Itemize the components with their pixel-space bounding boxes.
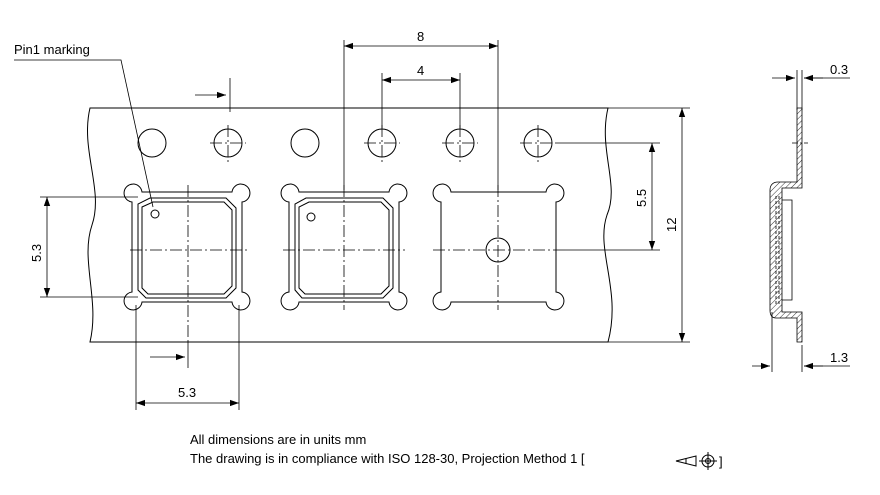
- pocket-1: [123, 183, 251, 311]
- compliance-note: The drawing is in compliance with ISO 12…: [190, 451, 585, 466]
- units-note: All dimensions are in units mm: [190, 432, 367, 447]
- dim-hole-to-center-label: 5.5: [634, 189, 649, 207]
- dim-pitch-label: 8: [417, 29, 424, 44]
- side-view-section: [769, 107, 803, 343]
- dim-pocket-width-label: 5.3: [178, 385, 196, 400]
- dim-thickness-label: 0.3: [830, 62, 848, 77]
- sprocket-hole: [290, 128, 320, 158]
- dim-tape-width-label: 12: [664, 218, 679, 232]
- callout-pin1: Pin1 marking: [14, 42, 90, 57]
- pocket-3: [432, 183, 565, 311]
- pin1-marking: [150, 209, 160, 219]
- sprocket-hole: [137, 128, 167, 158]
- sprocket-holes: [137, 128, 553, 158]
- center-lines: [130, 125, 565, 340]
- svg-text:]: ]: [719, 454, 723, 469]
- dim-pocket-height-label: 5.3: [29, 244, 44, 262]
- dim-hole-pitch-label: 4: [417, 63, 424, 78]
- projection-method-icon: ]: [675, 452, 723, 470]
- pocket-2: [280, 183, 408, 311]
- carrier-tape-outline: [87, 107, 613, 343]
- dimension-lines: [14, 40, 850, 410]
- dim-depth-label: 1.3: [830, 350, 848, 365]
